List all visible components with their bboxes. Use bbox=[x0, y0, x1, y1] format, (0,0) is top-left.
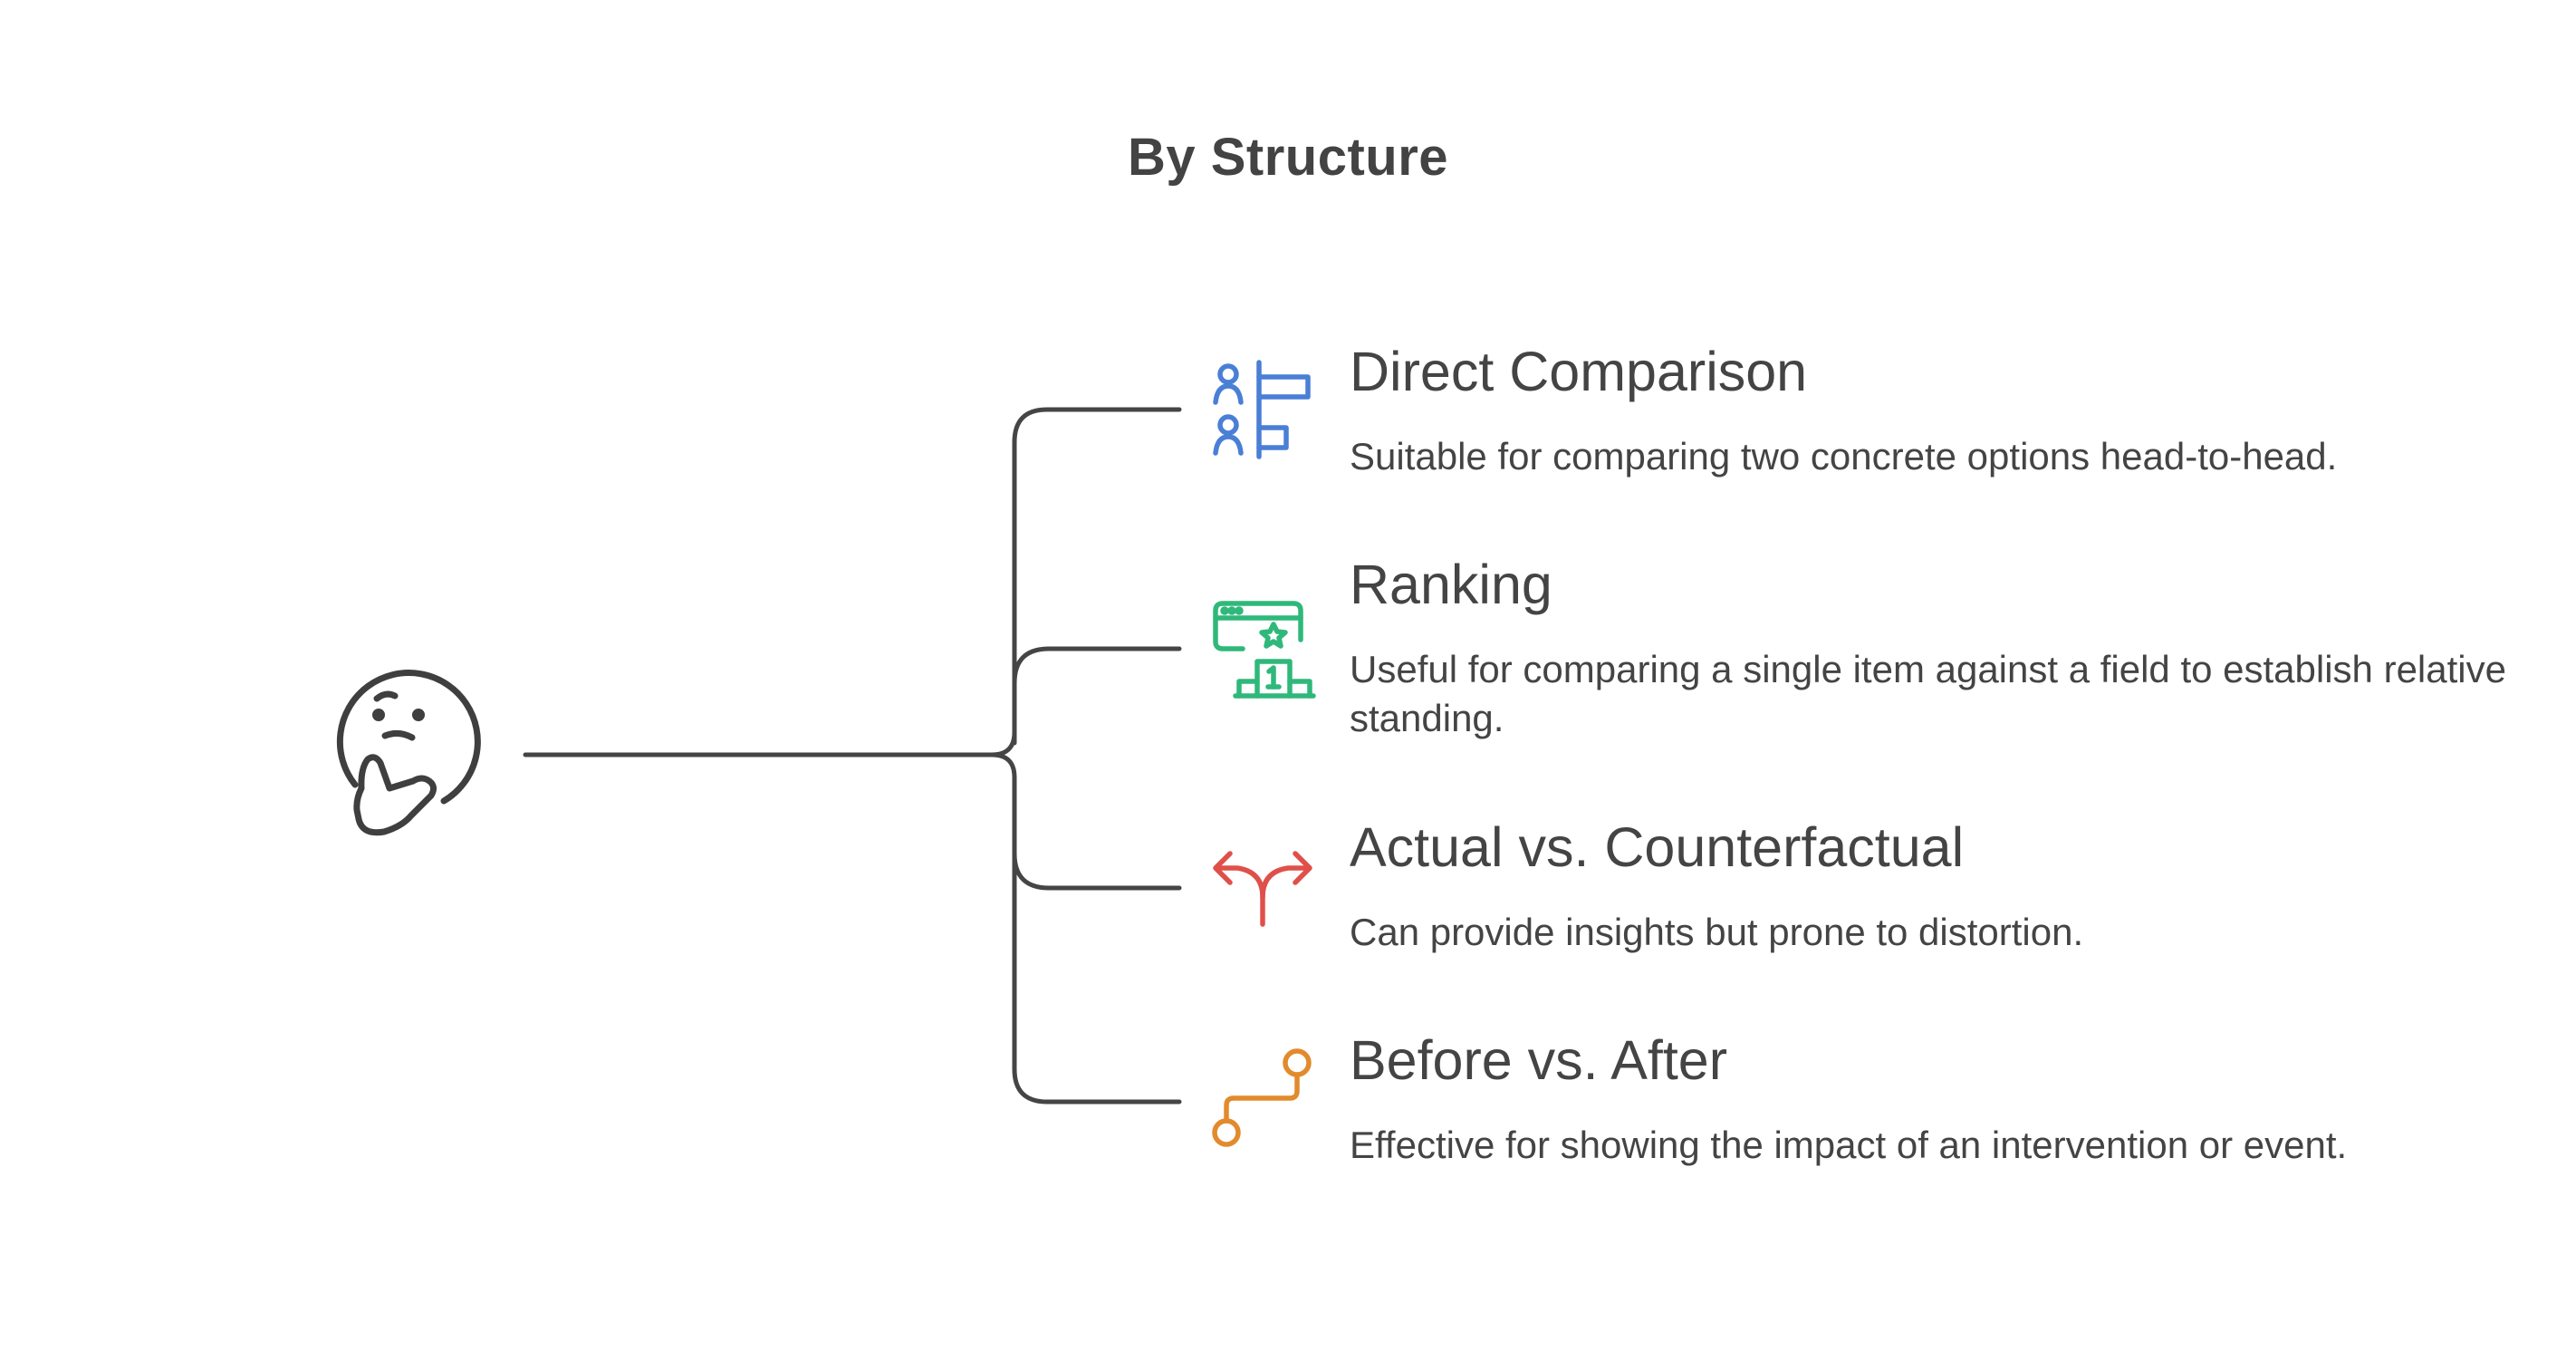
branch-item-before-vs-after: Before vs. After Effective for showing t… bbox=[1350, 1033, 2527, 1170]
people-compare-icon bbox=[1213, 360, 1311, 459]
branch-item-direct-comparison: Direct Comparison Suitable for comparing… bbox=[1350, 344, 2527, 481]
branch-title: Before vs. After bbox=[1350, 1029, 1728, 1091]
branch-description: Suitable for comparing two concrete opti… bbox=[1350, 435, 2338, 478]
diagram-title: By Structure bbox=[1127, 128, 1449, 187]
branch-description: Useful for comparing a single item again… bbox=[1350, 648, 2506, 739]
branch-title: Direct Comparison bbox=[1350, 341, 1808, 402]
root-connector bbox=[523, 407, 1182, 757]
branch-item-actual-vs-counterfactual: Actual vs. Counterfactual Can provide in… bbox=[1350, 820, 2527, 957]
branch-title: Actual vs. Counterfactual bbox=[1350, 816, 1965, 878]
branch-item-ranking: Ranking Useful for comparing a single it… bbox=[1350, 557, 2527, 743]
branch-title: Ranking bbox=[1350, 554, 1552, 615]
connector-lines bbox=[523, 407, 1182, 1105]
branch-description: Can provide insights but prone to distor… bbox=[1350, 911, 2084, 953]
branch-description: Effective for showing the impact of an i… bbox=[1350, 1124, 2348, 1166]
thinking-face-icon bbox=[336, 670, 481, 836]
branch-connector-2 bbox=[989, 752, 1182, 891]
branch-connector-3 bbox=[1012, 849, 1182, 1105]
ranking-podium-icon bbox=[1213, 601, 1316, 699]
path-nodes-icon bbox=[1212, 1048, 1312, 1147]
split-arrow-icon bbox=[1213, 851, 1312, 927]
branch-connector-1 bbox=[1012, 646, 1182, 746]
